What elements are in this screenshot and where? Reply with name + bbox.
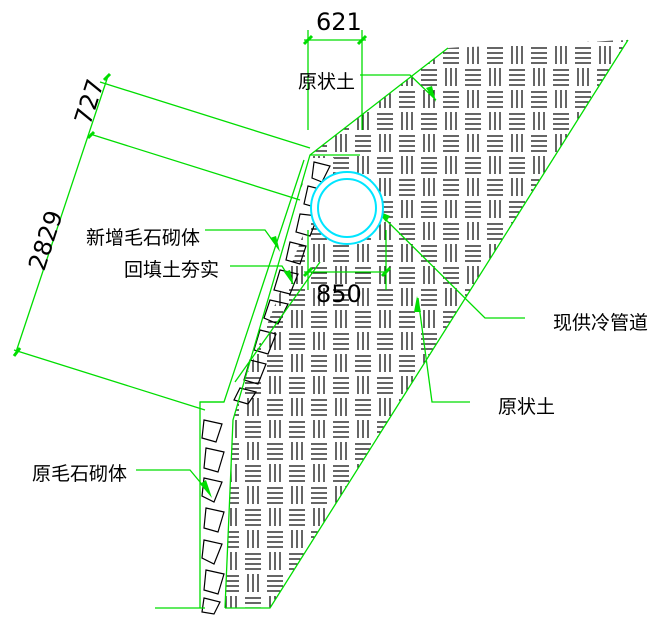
label-old-rubble-masonry: 原毛石砌体 — [32, 463, 127, 485]
dim-pipe-offset: 850 — [316, 280, 362, 308]
label-original-soil-top: 原状土 — [298, 71, 355, 93]
pipe-circle — [310, 171, 384, 245]
dim-lower-slope: 2829 — [23, 207, 69, 274]
label-backfill-compacted: 回填土夯实 — [124, 259, 219, 281]
stone-band-fill — [224, 158, 334, 402]
label-original-soil-right: 原状土 — [498, 396, 555, 418]
outline-lines — [13, 30, 629, 609]
label-cooling-pipe: 现供冷管道 — [553, 312, 648, 334]
label-new-rubble-masonry: 新增毛石砌体 — [86, 227, 200, 249]
dimension-ticks — [12, 34, 392, 357]
dim-upper-slope: 727 — [69, 76, 110, 128]
old-rubble-masonry — [201, 419, 225, 615]
dim-top-width: 621 — [316, 8, 362, 36]
